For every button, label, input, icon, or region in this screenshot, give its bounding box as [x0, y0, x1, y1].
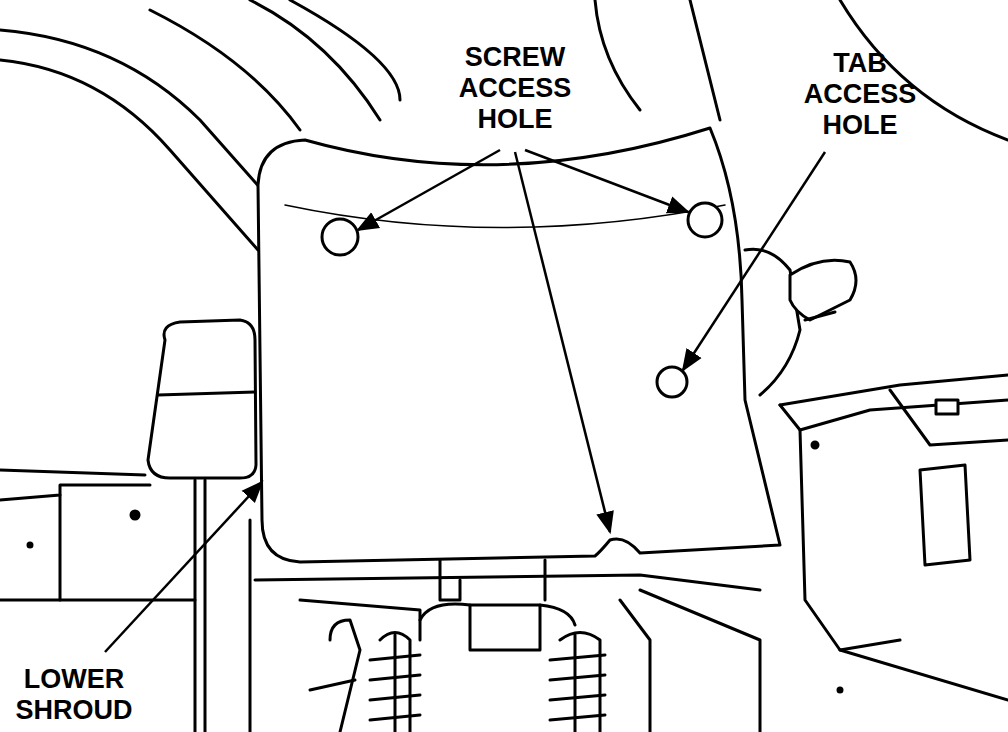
- part-label: SCREW ACCESS HOLE: [459, 42, 572, 135]
- part-label: TAB ACCESS HOLE: [804, 48, 917, 141]
- part-label: LOWER SHROUD: [16, 664, 133, 726]
